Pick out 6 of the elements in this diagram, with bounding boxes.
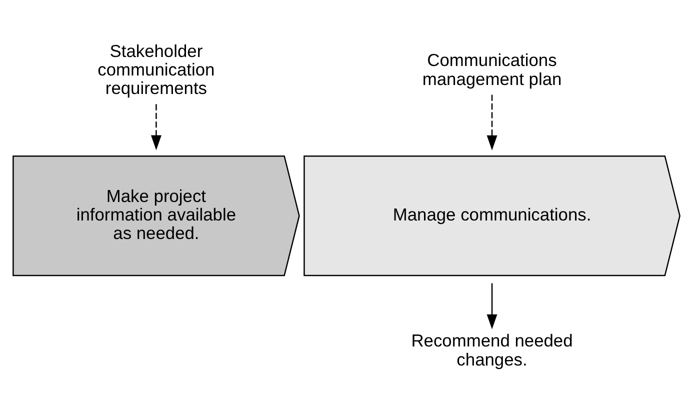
arrow — [486, 283, 498, 330]
arrow — [486, 94, 498, 150]
arrow — [150, 104, 162, 150]
node-text: Recommend needed changes. — [411, 330, 573, 370]
node-text: Stakeholder communication requirements — [98, 40, 215, 98]
node-text: Communications management plan — [422, 50, 562, 89]
